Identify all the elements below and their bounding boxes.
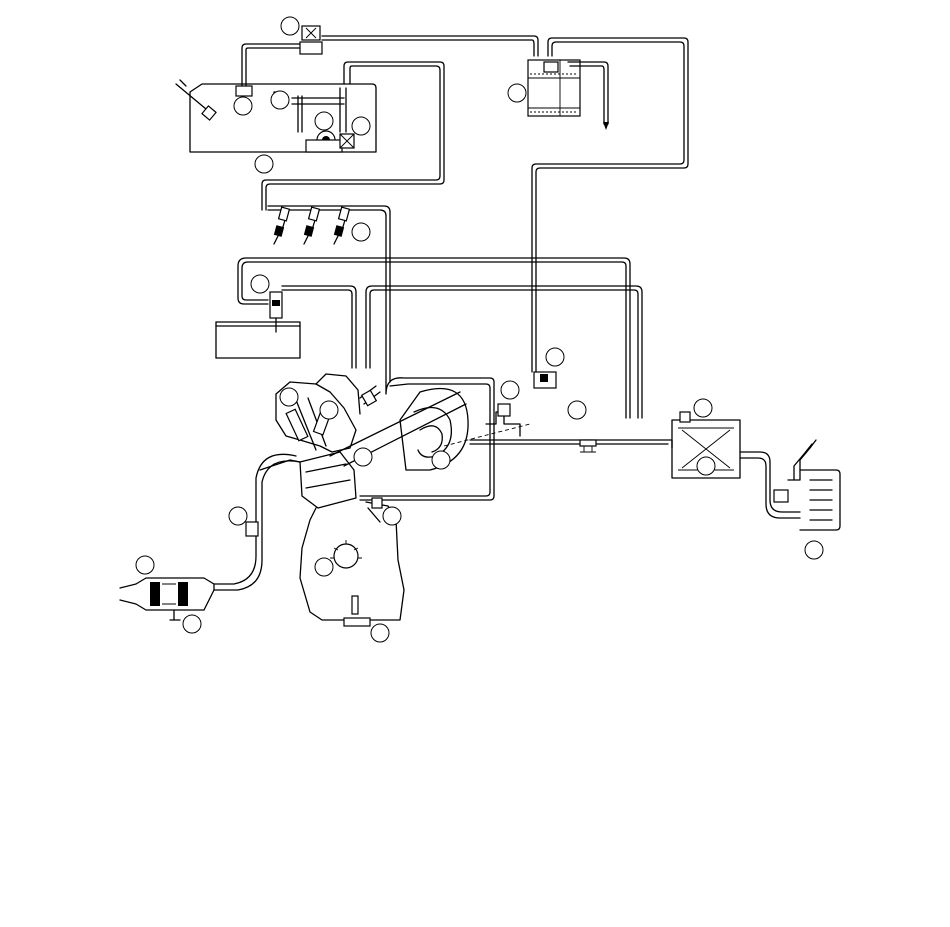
throttle-cable-icon	[175, 79, 217, 121]
oxygen-sensor-icon	[367, 497, 383, 523]
callout-circle	[228, 506, 248, 526]
callout-circle	[135, 555, 155, 575]
callout-circle	[319, 400, 339, 420]
callout-circle	[567, 400, 587, 420]
charcoal-canister-icon	[527, 59, 609, 130]
callout-circle	[280, 16, 300, 36]
callout-circle	[250, 274, 270, 294]
callout-circle	[545, 347, 565, 367]
callout-circle	[693, 398, 713, 418]
callout-circle	[233, 96, 253, 116]
air-inlet-resonator	[773, 439, 841, 531]
vacuum-switching-valve-icon	[299, 25, 323, 55]
callout-circle	[314, 557, 334, 577]
callout-circle	[507, 83, 527, 103]
air-cleaner-housing	[399, 387, 531, 471]
callout-circle	[382, 506, 402, 526]
callouts	[135, 16, 824, 643]
fuel-injector-icon	[267, 205, 391, 263]
engine-block	[259, 373, 405, 627]
callout-circle	[500, 380, 520, 400]
control-unit-box	[189, 83, 377, 153]
callout-circle	[270, 90, 290, 110]
callout-circle	[696, 456, 716, 476]
callout-circle	[254, 154, 274, 174]
callout-circle	[370, 623, 390, 643]
callout-circle	[279, 387, 299, 407]
air-cleaner-icon	[215, 321, 301, 359]
callout-circle	[353, 447, 373, 467]
callout-circle	[804, 540, 824, 560]
catalytic-converter-icon	[119, 577, 215, 621]
callout-circle	[351, 222, 371, 242]
callout-circle	[314, 111, 334, 131]
callout-circle	[351, 116, 371, 136]
callout-circle	[182, 614, 202, 634]
callout-circle	[431, 450, 451, 470]
